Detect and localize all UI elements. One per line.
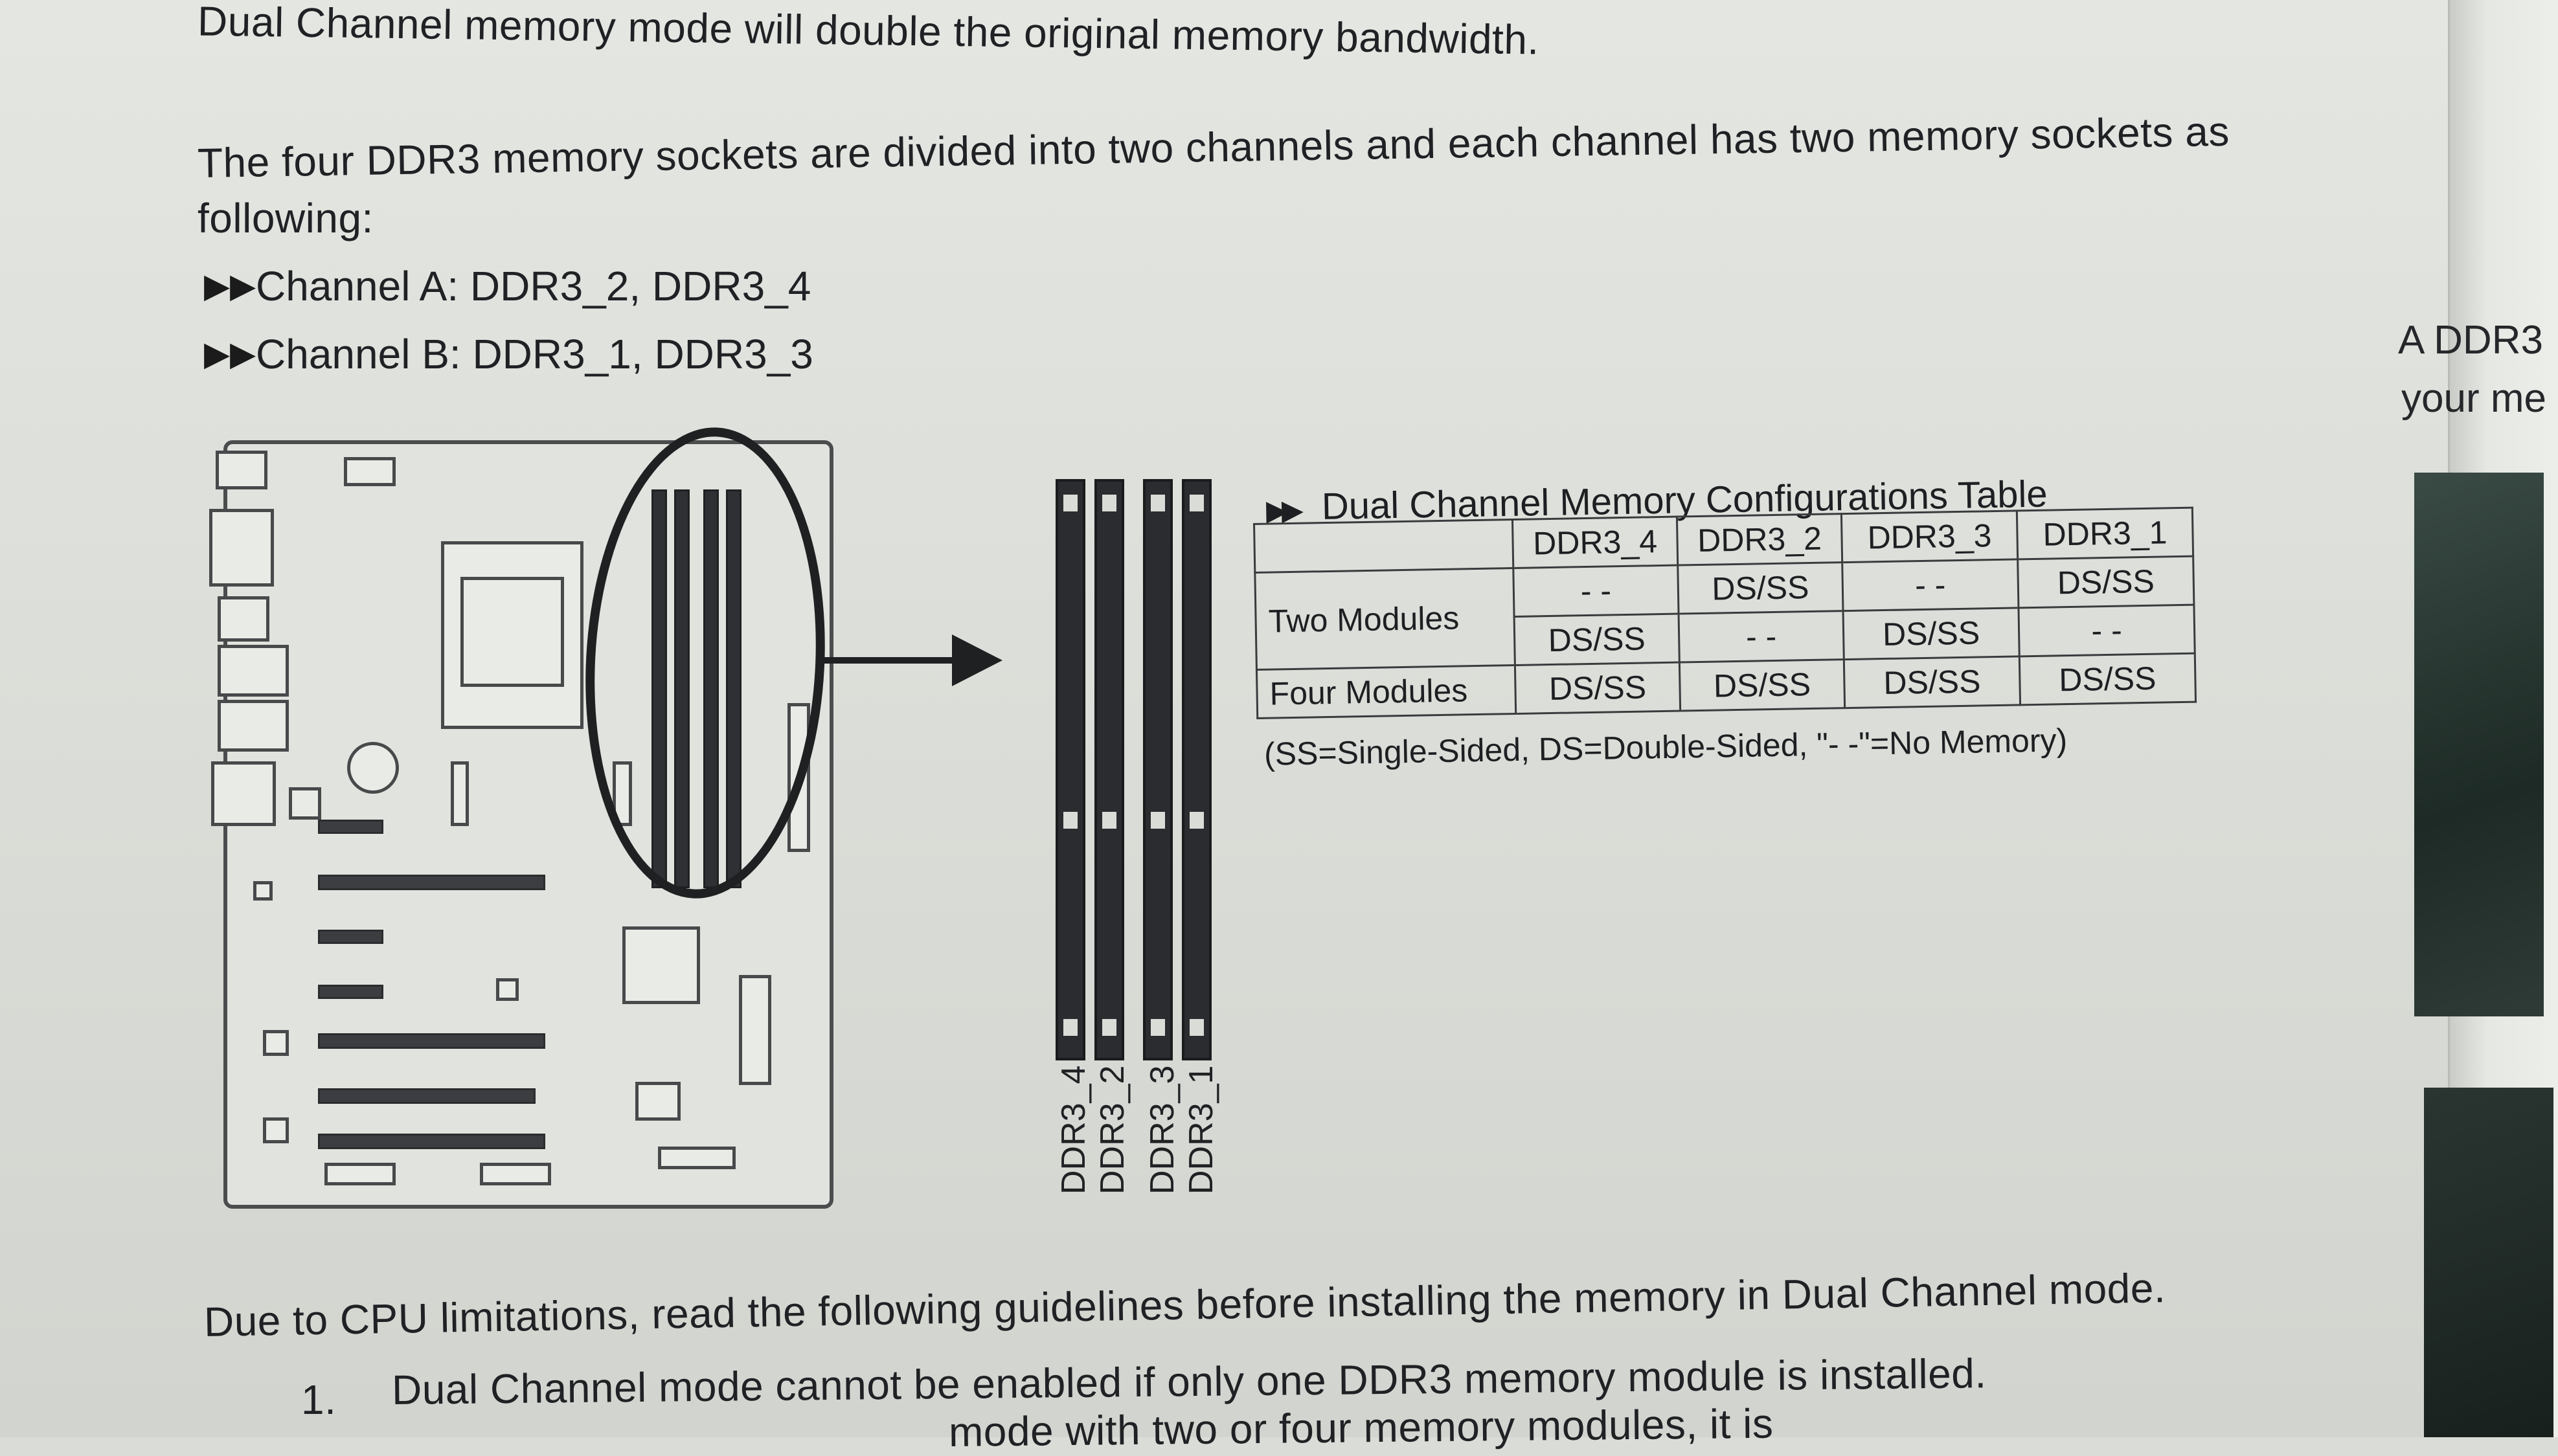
table-header-ddr3-1: DDR3_1 [2017, 508, 2193, 559]
adjacent-page-photo [2414, 473, 2544, 1016]
sata-connector [739, 975, 771, 1085]
adjacent-page: A DDR3 your me [2398, 0, 2558, 1437]
slot-label-ddr3-3: DDR3_3 [1144, 1065, 1181, 1194]
adjacent-page-text-1: A DDR3 [2398, 318, 2543, 363]
adjacent-page-photo [2424, 1088, 2553, 1437]
cpu-socket-inner [460, 577, 564, 687]
table-cell: DS/SS [2017, 556, 2194, 608]
pcie-slot [318, 875, 545, 890]
pcie-slot [318, 985, 383, 999]
pcie-slot [318, 820, 383, 834]
chip [451, 761, 469, 826]
pcie-slot [318, 1134, 545, 1149]
table-legend-note: (SS=Single-Sided, DS=Double-Sided, "- -"… [1263, 722, 2068, 772]
header-connector [324, 1163, 396, 1185]
dimm-slot-ddr3-2 [1094, 479, 1124, 1060]
chip [263, 1117, 289, 1143]
double-arrow-icon: ▶▶ [204, 267, 256, 305]
memory-config-table: DDR3_4 DDR3_2 DDR3_3 DDR3_1 Two Modules … [1253, 507, 2197, 719]
chip [253, 881, 273, 901]
table-cell: DS/SS [2019, 653, 2196, 705]
pcie-slot [318, 930, 383, 944]
slot-label-ddr3-2: DDR3_2 [1094, 1065, 1131, 1194]
table-header-ddr3-3: DDR3_3 [1841, 510, 2018, 563]
pcie-slot [318, 1033, 545, 1049]
intro-line-2: The four DDR3 memory sockets are divided… [197, 107, 2230, 186]
pointer-arrow-line [822, 657, 958, 664]
header-connector [658, 1147, 736, 1169]
channel-b-text: Channel B: DDR3_1, DDR3_3 [256, 331, 813, 377]
adjacent-page-text-2: your me [2401, 376, 2546, 421]
two-modules-label: Two Modules [1254, 568, 1515, 670]
table-cell: - - [1679, 610, 1844, 663]
double-arrow-icon: ▶▶ [204, 335, 256, 373]
table-cell: DS/SS [1679, 659, 1845, 711]
table-cell: DS/SS [1844, 656, 2020, 708]
io-port [218, 645, 289, 697]
table-cell: DS/SS [1677, 562, 1844, 614]
channel-a-text: Channel A: DDR3_2, DDR3_4 [256, 263, 811, 309]
io-port [209, 509, 274, 587]
channel-b-bullet: ▶▶ Channel B: DDR3_1, DDR3_3 [204, 330, 813, 378]
four-modules-label: Four Modules [1256, 665, 1516, 719]
header-connector [787, 703, 810, 852]
chip [496, 978, 519, 1001]
table-cell: DS/SS [1515, 662, 1681, 714]
guideline-intro: Due to CPU limitations, read the followi… [203, 1264, 2166, 1345]
table-header-ddr3-2: DDR3_2 [1677, 513, 1842, 566]
slot-label-ddr3-1: DDR3_1 [1183, 1065, 1220, 1194]
chip [289, 787, 321, 820]
battery [347, 742, 399, 794]
power-connector [344, 457, 396, 486]
io-port [218, 700, 289, 752]
dimm-slot-small [651, 489, 667, 888]
table-cell: - - [1842, 559, 2019, 611]
dimm-slot-ddr3-1 [1182, 479, 1212, 1060]
guideline-2-partial: mode with two or four memory modules, it… [948, 1400, 1774, 1455]
guideline-1-number: 1. [301, 1376, 337, 1423]
manual-page: Dual Channel memory mode will double the… [0, 0, 2474, 1455]
dimm-slot-small [703, 489, 719, 888]
dimm-slot-ddr3-4 [1056, 479, 1085, 1060]
channel-a-bullet: ▶▶ Channel A: DDR3_2, DDR3_4 [204, 262, 811, 310]
pointer-arrow-icon [952, 634, 1002, 686]
motherboard-diagram [209, 440, 833, 1209]
table-cell: DS/SS [1514, 614, 1680, 666]
table-header-ddr3-4: DDR3_4 [1512, 517, 1678, 568]
slot-label-ddr3-4: DDR3_4 [1055, 1065, 1092, 1194]
table-cell: DS/SS [1843, 607, 2020, 660]
chipset [622, 926, 700, 1004]
intro-line-3: following: [198, 195, 374, 241]
table-corner-cell [1254, 519, 1513, 573]
pci-slot [318, 1088, 536, 1104]
header-connector [480, 1163, 551, 1185]
dimm-slot-small [674, 489, 690, 888]
table-cell: - - [2018, 605, 2195, 656]
io-port [211, 761, 276, 826]
dimm-slot-ddr3-3 [1143, 479, 1173, 1060]
chip [635, 1082, 681, 1121]
table-cell: - - [1513, 565, 1679, 617]
intro-line-1: Dual Channel memory mode will double the… [197, 0, 1540, 63]
chip [613, 761, 632, 826]
io-port [218, 596, 269, 642]
dimm-slot-small [726, 489, 741, 888]
io-port [216, 451, 267, 489]
chip [263, 1030, 289, 1056]
